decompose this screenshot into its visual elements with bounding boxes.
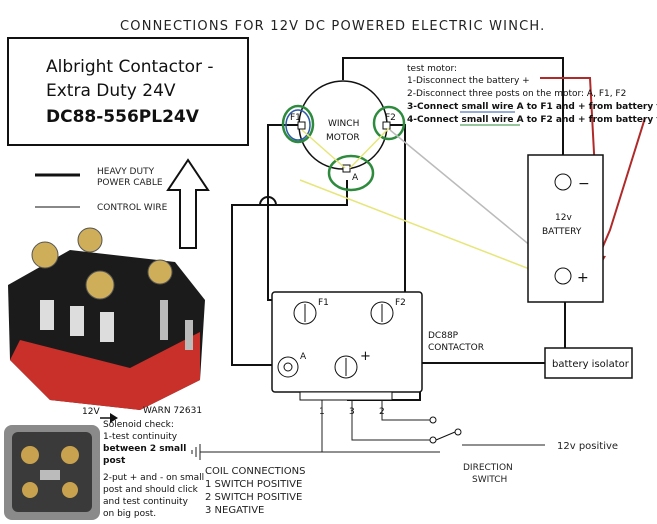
direction-switch-label1: DIRECTION [463,463,513,473]
solenoid-line7: on big post. [103,509,156,519]
motor-a-label: A [352,173,359,183]
contactor-f1-label: F1 [318,298,329,308]
contactor-f2-label: F2 [395,298,406,308]
contactor-info-box [7,37,249,146]
test-motor-step1: 1-Disconnect the battery + [407,76,530,86]
ground-icon [191,444,201,460]
legend-heavy-label2: POWER CABLE [97,178,163,188]
positive-12v-label: 12v positive [557,441,618,452]
solenoid-line1: 1-test continuity [103,432,178,442]
motor-terminal-f2 [382,121,391,130]
legend-control-label: CONTROL WIRE [97,203,168,213]
battery-pos-label: + [577,270,589,286]
a-highlight-circle [327,154,375,192]
coil-terminal-3: 3 [349,407,355,417]
direction-switch [429,416,462,444]
coil-terminal-2: 2 [379,407,385,417]
motor-f1-label: F1 [290,113,301,123]
diagram-title: CONNECTIONS FOR 12V DC POWERED ELECTRIC … [120,19,546,34]
battery-isolator-label: battery isolator [552,359,630,370]
motor-label1: WINCH [328,119,359,129]
contactor-info-line3: DC88-556PL24V [46,107,200,127]
test-motor-step2: 2-Disconnect three posts on the motor: A… [407,89,626,99]
test-motor-step3: 3-Connect small wire A to F1 and + from … [407,102,657,112]
solenoid-line5: post and should click [103,485,199,495]
motor-terminal-a [342,164,351,173]
solenoid-line2: between 2 small [103,444,186,454]
f1-highlight-circle [281,104,315,144]
contactor-photo [8,227,205,410]
coil-line3: 3 NEGATIVE [205,505,264,516]
battery-label2: BATTERY [542,227,582,237]
f2-highlight-circle [372,105,406,141]
battery-pos-terminal [554,267,572,285]
contactor-name2: CONTACTOR [428,343,484,353]
control-wires [200,398,545,453]
contactor-coil-strip [299,391,393,401]
battery-label1: 12v [555,213,572,223]
contactor-f1-terminal [293,301,317,325]
solenoid-photo [4,425,100,520]
battery-neg-label: − [578,176,590,192]
contactor-plus-terminal [334,355,358,379]
contactor-a-terminal [277,356,299,378]
solenoid-line3: post [103,456,126,466]
coil-line1: 1 SWITCH POSITIVE [205,479,302,490]
coil-line2: 2 SWITCH POSITIVE [205,492,302,503]
contactor-f2-terminal [370,301,394,325]
test-motor-heading: test motor: [407,64,457,74]
test-motor-step4: 4-Connect small wire A to F2 and + from … [407,115,657,125]
arrow-right-icon [110,413,118,423]
solenoid-heading: Solenoid check: [103,420,174,430]
contactor-a-label: A [300,352,307,362]
solenoid-line6: and test continuity [103,497,189,507]
contactor-info-line1: Albright Contactor - [46,57,214,77]
legend-heavy-label1: HEAVY DUTY [97,167,155,177]
battery-neg-terminal [554,173,572,191]
motor-label2: MOTOR [326,133,360,143]
coil-terminal-1: 1 [319,407,325,417]
battery-isolator [544,347,633,379]
coil-heading: COIL CONNECTIONS [205,466,305,477]
solenoid-line4: 2-put + and - on small [103,473,204,483]
warn-label: WARN 72631 [143,406,202,416]
motor-f2-label: F2 [385,113,396,123]
f1-blue-circle [285,109,311,141]
motor-terminal-f1 [297,121,306,130]
up-arrow-icon [166,158,210,249]
twelve-v-label: 12V [82,407,100,417]
direction-switch-label2: SWITCH [472,475,507,485]
contactor-info-line2: Extra Duty 24V [46,81,176,101]
contactor-plus-label: + [360,349,371,364]
contactor-name1: DC88P [428,331,459,341]
